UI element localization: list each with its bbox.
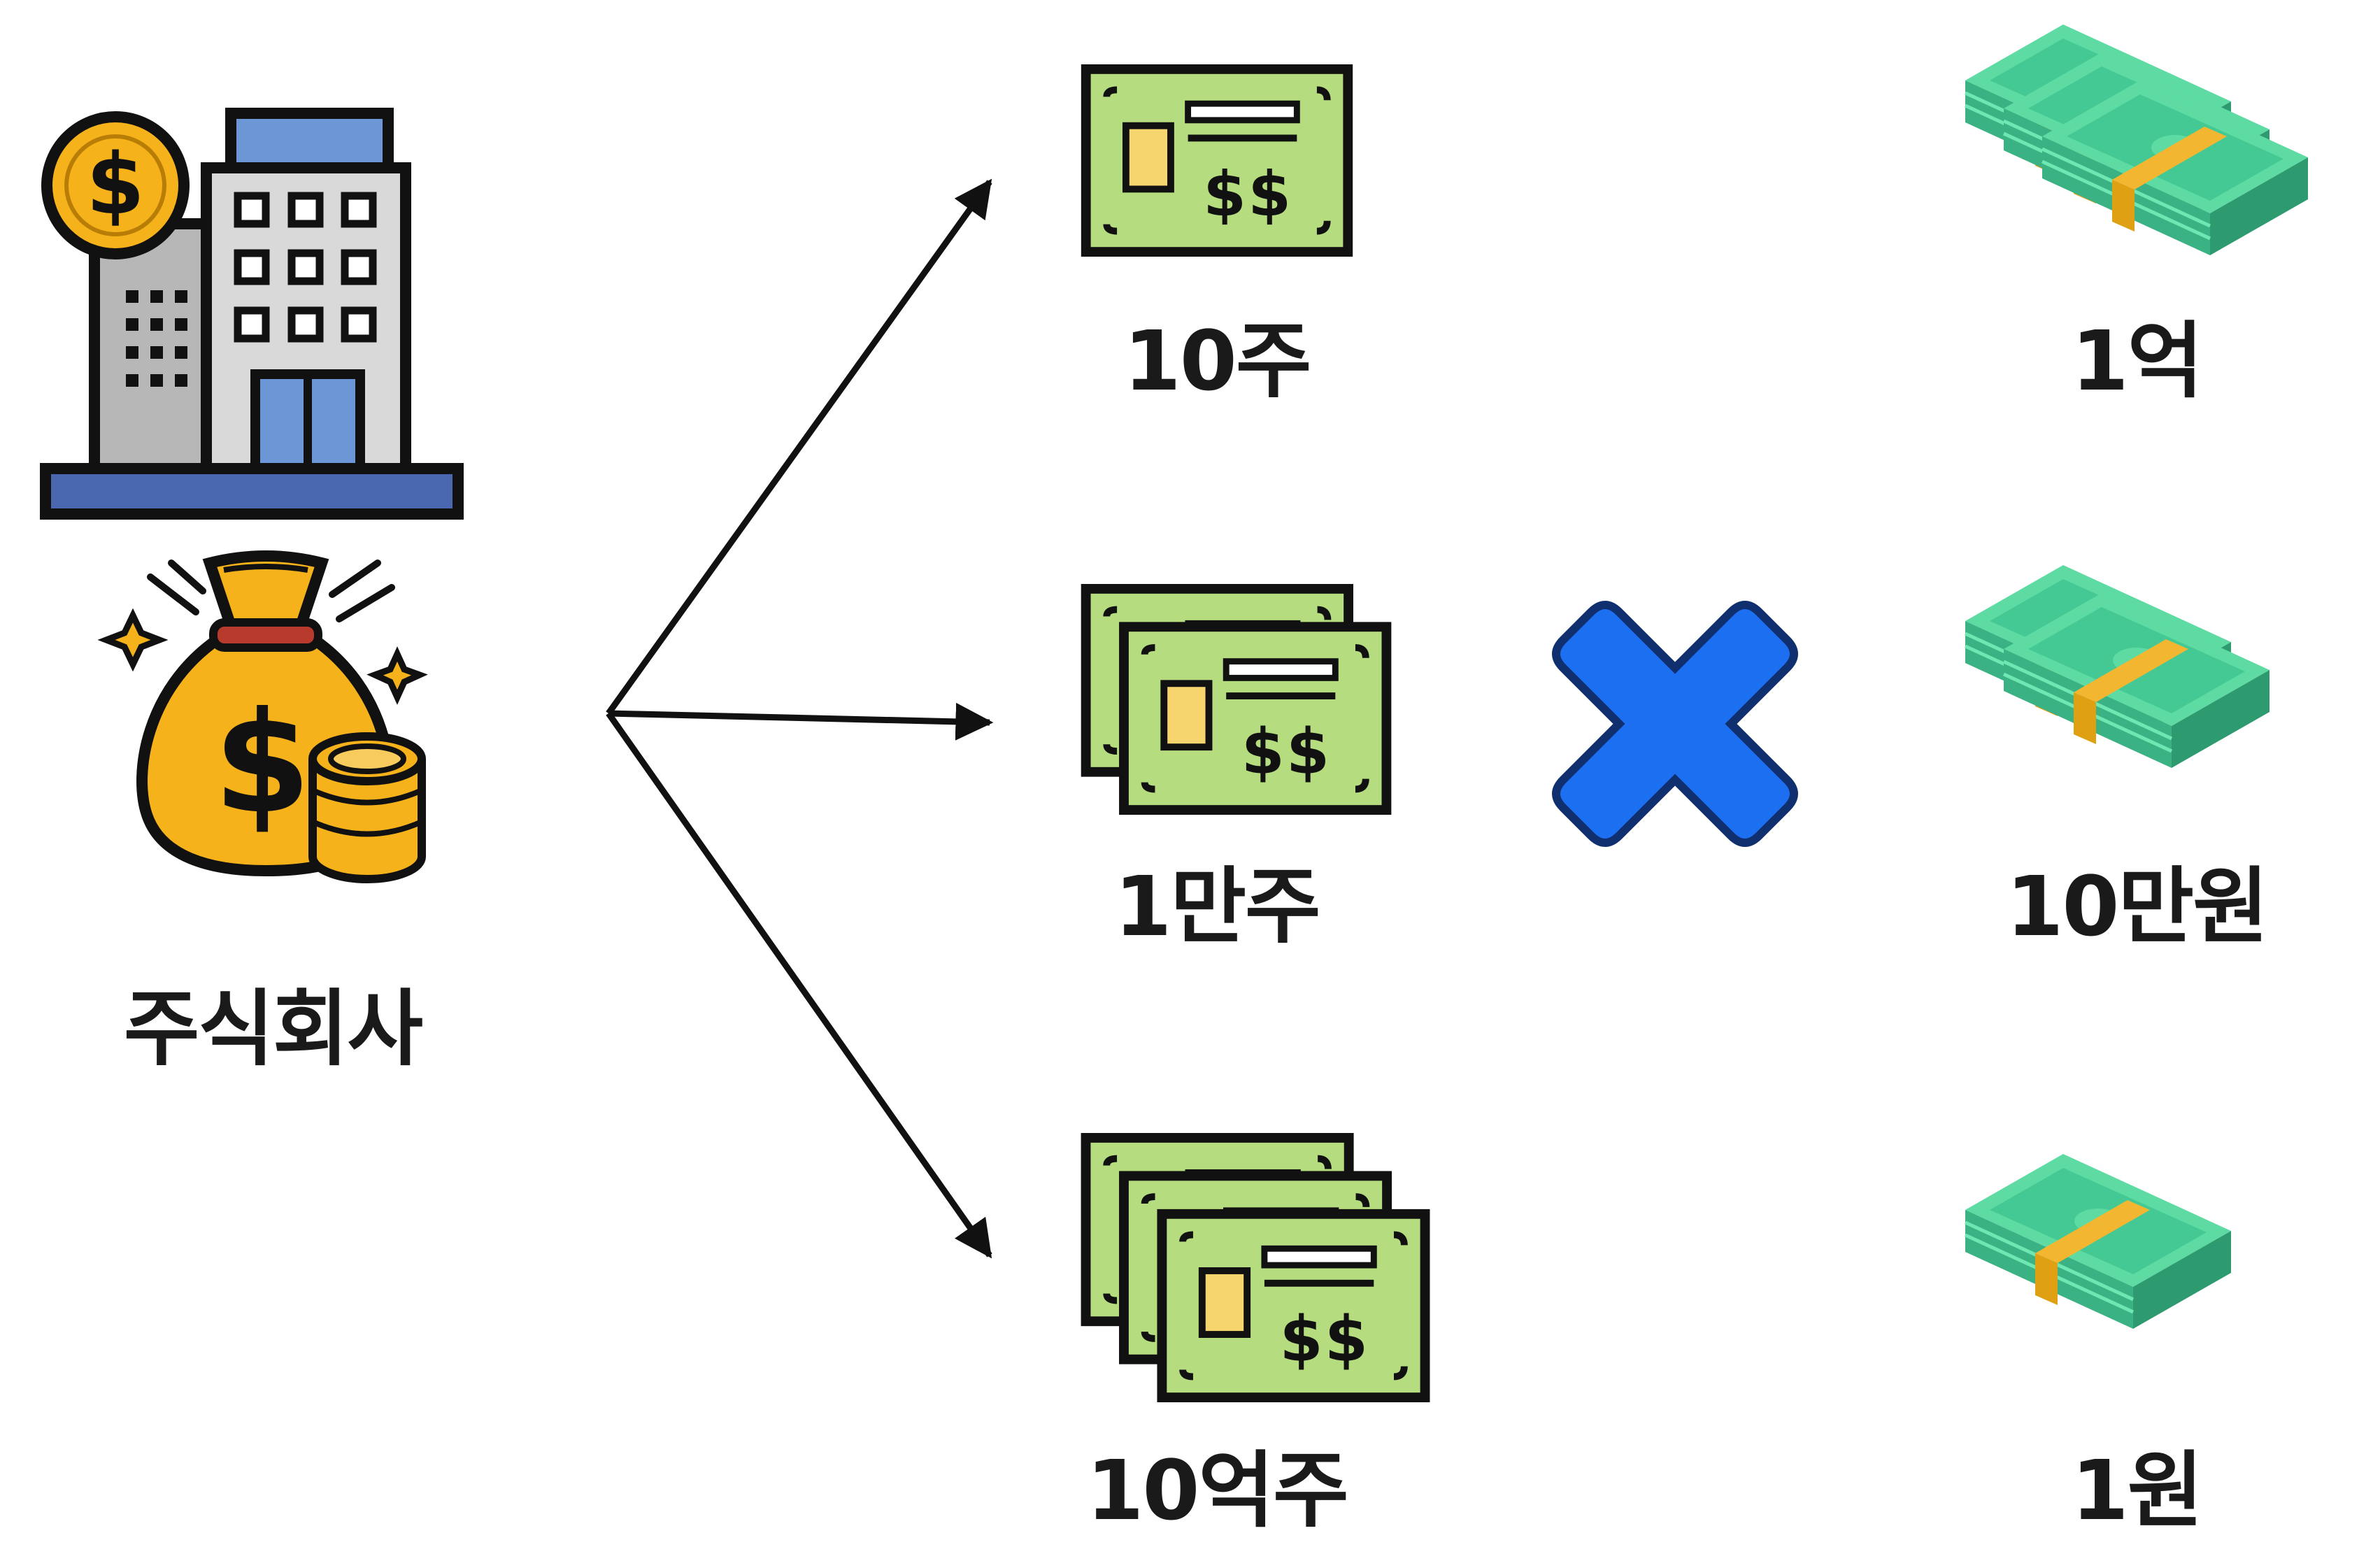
shares-label-1: 10주 <box>1123 313 1312 409</box>
company-label: 주식회사 <box>123 981 423 1077</box>
money-bag-icon: $ <box>97 550 428 883</box>
stock-certificate-icon <box>1081 64 1353 257</box>
shares-label-3: 10억주 <box>1086 1442 1348 1539</box>
arrow-to-1b-shares <box>606 711 992 1259</box>
svg-text:$: $ <box>213 682 311 845</box>
svg-text:$: $ <box>86 136 145 234</box>
shares-label-2: 1만주 <box>1114 858 1320 955</box>
stock-certificate-pile-icon <box>1081 1133 1434 1406</box>
office-building-icon <box>40 108 464 520</box>
arrow-to-10k-shares <box>608 702 994 741</box>
price-label-3: 1원 <box>2071 1442 2204 1539</box>
cash-stack-icon <box>1965 24 2315 332</box>
price-label-2: 10만원 <box>2006 858 2268 955</box>
stock-certificate-stack-icon <box>1081 584 1395 815</box>
cash-stack-icon-medium <box>1965 565 2280 838</box>
dollar-coin-icon: $ <box>41 111 190 259</box>
price-label-1: 1억 <box>2071 313 2204 409</box>
cash-bundle-icon <box>1965 1154 2245 1378</box>
multiply-icon <box>1552 601 1798 847</box>
arrow-to-10-shares <box>606 178 992 715</box>
